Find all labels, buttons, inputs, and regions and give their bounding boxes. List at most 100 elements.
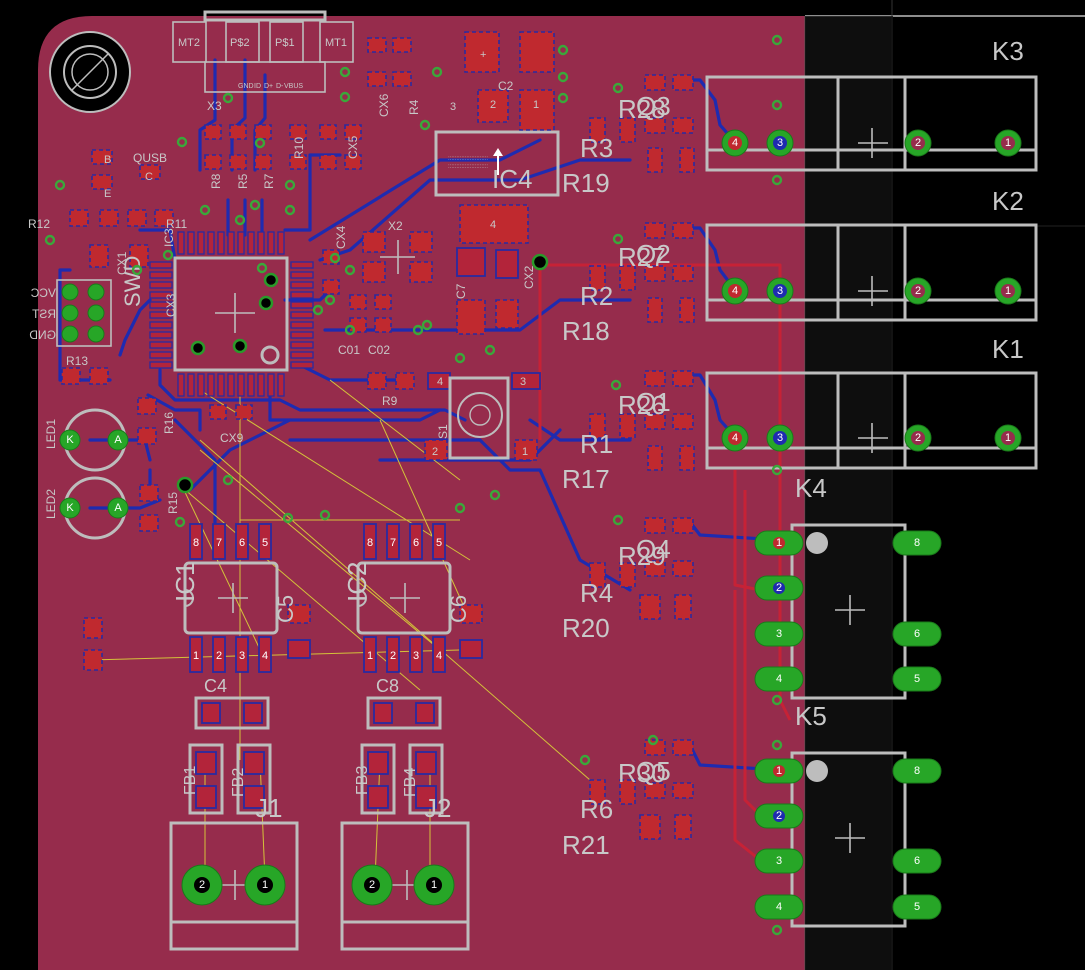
via [284,204,296,216]
via [222,92,234,104]
c4-capacitor[interactable]: C4 [194,676,270,730]
ic3-microcontroller[interactable]: IC3 CX3 [149,228,314,397]
pin-label: 4 [436,650,442,662]
via [54,179,66,191]
connector-j2[interactable]: 2 1 J2 [340,793,470,951]
led1[interactable]: K A LED1 [44,408,129,472]
pin-label: C [145,171,153,183]
via [419,119,431,131]
via [249,199,261,211]
resistor-label: R21 [562,830,610,860]
resistor-label: R2 [580,281,613,311]
relay-k3[interactable]: K3 4 3 2 1 [705,36,1038,172]
pin-label: 3 [239,650,245,662]
cap-label: C2 [498,79,514,93]
part-label: C6 [446,595,471,623]
led2[interactable]: K A LED2 [44,476,129,540]
pad-num: 2 [776,582,782,594]
pin-label: 3 [450,101,456,113]
pad-num: 5 [914,673,920,685]
relay-k2[interactable]: K2 4 3 2 1 [705,186,1038,322]
pin-label: 2 [490,99,496,111]
driver-group-q5[interactable]: Q5 R30 R6 R21 [562,739,694,860]
via [234,214,246,226]
pin-label: 3 [413,650,419,662]
via [344,264,356,276]
switch-s1[interactable]: S1 4 3 2 1 [424,372,541,461]
pad-num: 6 [914,628,920,640]
resistor-label: R19 [562,168,610,198]
relay-label: K2 [992,186,1024,216]
pin-label: GND [238,83,254,90]
part-label: R9 [382,394,398,408]
pin-label: K [66,434,74,446]
part-label: MT1 [325,37,347,49]
via [771,739,783,751]
relay-k1[interactable]: K1 4 3 2 1 [705,334,1038,470]
ferrite-beads[interactable]: FB1 FB2 FB3 FB4 [182,743,444,815]
via [610,379,622,391]
via [771,464,783,476]
swd-header[interactable]: SWD VCC RST GND R13 [29,256,145,385]
resistor-label: R18 [562,316,610,346]
via [131,264,143,276]
ic-label: IC1 [170,562,200,602]
pad-num: 3 [776,855,782,867]
pin-label: 6 [239,537,245,549]
part-label: CX5 [346,135,360,159]
part-label: R10 [292,137,306,159]
pin-label: 1 [193,650,199,662]
part-label: CX9 [220,431,244,445]
pad-num: 8 [914,765,920,777]
relay-label: K4 [795,473,827,503]
part-label: CX1 [115,251,129,275]
usb-connector[interactable]: MT2 P$2 P$1 MT1 X3 GND ID D+ D- VBUS [172,10,354,113]
via [557,44,569,56]
driver-group-q1[interactable]: Q1 R26 R1 R17 [562,370,695,494]
connector-j1[interactable]: 2 1 J1 [169,793,299,951]
x2-crystal[interactable]: X2 CX4 C01 C02 [322,219,433,357]
pin-label: 1 [533,99,539,111]
part-label: S1 [436,424,450,439]
part-label: R7 [262,173,276,189]
part-label: MT2 [178,37,200,49]
pin-label: 8 [367,537,373,549]
driver-group-q2[interactable]: Q2 R27 R2 R18 [562,222,695,346]
driver-group-q4[interactable]: Q4 R29 R4 R20 [562,517,694,643]
c7-capacitor[interactable]: 4 C7 CX2 [454,204,549,335]
resistor-label: R26 [618,390,666,420]
via [312,304,324,316]
via [489,489,501,501]
via [647,734,659,746]
via [771,34,783,46]
relay-k5[interactable]: K5 1 2 3 4 8 6 5 [754,701,942,928]
pin-label: 2 [390,650,396,662]
pin-label: E [104,188,111,200]
via [174,516,186,528]
c2-capacitor[interactable]: C2 + 2 1 3 [450,31,555,131]
part-label: CX6 [377,93,391,117]
driver-group-q3[interactable]: Q3 R28 R3 R19 [562,74,695,198]
ic2-driver[interactable]: IC2 8 7 6 5 1 2 3 4 C6 [342,523,483,673]
pin-label: 2 [432,446,438,458]
part-label: SWD [120,256,145,307]
part-label: C8 [376,676,399,696]
transistor-label: Q2 [636,239,671,269]
pad-num: 1 [1005,432,1011,444]
pin-label: 2 [216,650,222,662]
pad-num: 4 [732,285,738,297]
ic4-regulator[interactable]: :::::::::::::::::::::::: :::::::::::::::… [434,130,560,197]
via [284,179,296,191]
c8-capacitor[interactable]: C8 [366,676,442,730]
pad-num: 2 [776,810,782,822]
ic1-driver[interactable]: IC1 8 7 6 5 1 2 3 4 C5 [170,523,311,673]
via [771,694,783,706]
part-label: R13 [66,354,88,368]
resistor-label: R1 [580,429,613,459]
pin-label: 8 [193,537,199,549]
via [319,509,331,521]
via [454,502,466,514]
relay-k4[interactable]: K4 1 2 3 4 8 6 5 [754,473,942,700]
